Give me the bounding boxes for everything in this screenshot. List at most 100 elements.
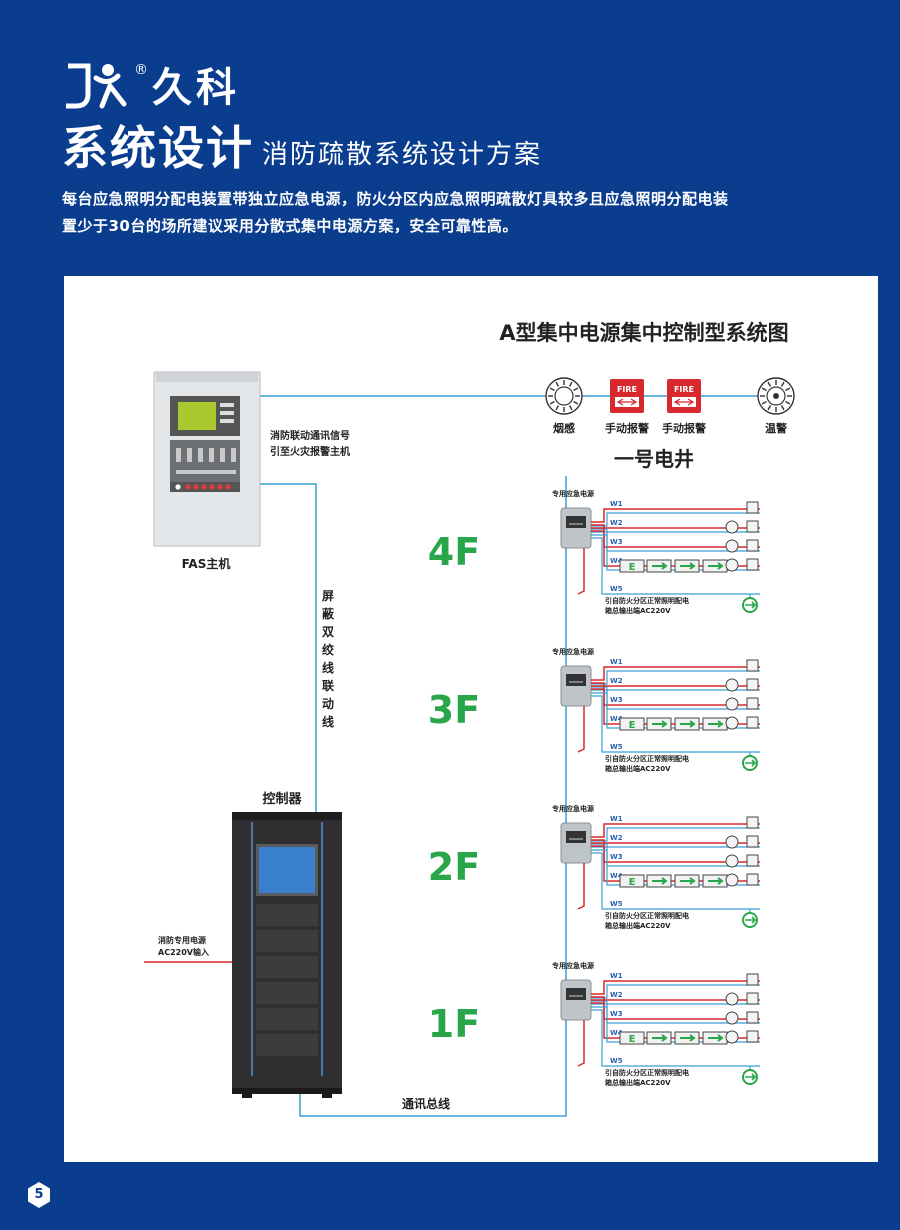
exit-sign-icon xyxy=(674,559,700,573)
box-label: 专用应急电源 xyxy=(552,647,594,656)
normal-supply-line xyxy=(577,1020,585,1067)
circuit-wire-red xyxy=(591,996,760,1001)
emergency-lamp-icon xyxy=(746,520,759,533)
page-subtitle: 消防疏散系统设计方案 xyxy=(262,140,543,170)
exit-sign-icon xyxy=(702,559,728,573)
normal-supply-line xyxy=(577,548,585,595)
circuit-wire-red xyxy=(591,823,760,838)
floor-label: 4F xyxy=(428,530,480,574)
circuit-wire-blue xyxy=(591,686,760,691)
box-label: 专用应急电源 xyxy=(552,804,594,813)
emergency-lamp-icon xyxy=(746,659,759,672)
exit-sign-icon: E xyxy=(619,717,645,731)
source-note-line-2: 箱总输出端AC220V xyxy=(605,606,671,615)
fas-host-cabinet xyxy=(153,371,261,547)
device-2: FIRE 手动报警 xyxy=(662,379,706,435)
emergency-lamp-icon xyxy=(746,678,759,691)
circuit-wire-blue xyxy=(591,843,760,848)
floor-label: 1F xyxy=(428,1002,480,1046)
exit-sign-letter: E xyxy=(629,720,636,731)
controller-cabinet xyxy=(232,812,342,1098)
downlight-icon xyxy=(725,558,739,572)
exit-sign-letter: E xyxy=(629,1034,636,1045)
svg-text:联: 联 xyxy=(322,679,334,693)
circuit-wire-blue xyxy=(591,537,760,595)
source-note-line-1: 引自防火分区正常照明配电 xyxy=(605,911,689,920)
linkage-cable-line xyxy=(260,483,317,814)
emergency-lamp-icon xyxy=(746,539,759,552)
circuit-label: W1 xyxy=(610,500,623,508)
intro-text: 每台应急照明分配电装置带独立应急电源，防火分区内应急照明疏散灯具较多且应急照明分… xyxy=(62,186,782,240)
circuit-label: W4 xyxy=(610,1029,623,1037)
fire-text: FIRE xyxy=(674,385,694,394)
svg-text:线: 线 xyxy=(322,714,334,729)
comm-bus-line xyxy=(299,476,567,1117)
circuit-wire-red xyxy=(591,508,760,523)
downlight-icon xyxy=(725,873,739,887)
signal-note-line-2: 引至火灾报警主机 xyxy=(270,445,350,458)
emergency-lamp-icon xyxy=(746,716,759,729)
exit-sign-icon xyxy=(674,1031,700,1045)
brand-name: 久科 xyxy=(152,65,240,111)
source-note-line-2: 箱总输出端AC220V xyxy=(605,1078,671,1087)
circuit-wire-red xyxy=(591,524,760,529)
source-note-line-1: 引自防火分区正常照明配电 xyxy=(605,1068,689,1077)
circuit-label: W2 xyxy=(610,519,623,527)
svg-text:屏: 屏 xyxy=(321,589,334,603)
downlight-icon xyxy=(725,854,739,868)
circuit-wire-red xyxy=(591,666,760,681)
exit-sign-letter: E xyxy=(629,562,636,573)
diagram-title: A型集中电源集中控制型系统图 xyxy=(499,321,788,345)
circuit-wire-red xyxy=(591,682,760,687)
circuit-label: W1 xyxy=(610,972,623,980)
exit-sign-icon xyxy=(646,1031,672,1045)
exit-sign-icon: E xyxy=(619,559,645,573)
svg-text:®: ® xyxy=(134,62,148,78)
downlight-icon xyxy=(725,1030,739,1044)
svg-text:动: 动 xyxy=(322,697,334,711)
device-label: 手动报警 xyxy=(662,421,706,435)
emergency-lamp-icon xyxy=(746,501,759,514)
source-note-line-1: 引自防火分区正常照明配电 xyxy=(605,596,689,605)
exit-sign-icon xyxy=(702,1031,728,1045)
device-0: 烟感 xyxy=(545,377,583,435)
floor-3f: 3F专用应急电源W1W2W3W4W5E引自防火分区正常照明配电箱总输出端AC22… xyxy=(428,647,760,773)
circuit-label: W1 xyxy=(610,658,623,666)
page-number: 5 xyxy=(28,1182,50,1208)
circuit-wire-blue xyxy=(591,852,760,910)
floor-1f: 1F专用应急电源W1W2W3W4W5E引自防火分区正常照明配电箱总输出端AC22… xyxy=(428,961,760,1087)
svg-text:绞: 绞 xyxy=(322,642,334,657)
floor-2f: 2F专用应急电源W1W2W3W4W5E引自防火分区正常照明配电箱总输出端AC22… xyxy=(428,804,760,930)
circuit-label: W1 xyxy=(610,815,623,823)
bus-label: 通讯总线 xyxy=(402,1096,450,1111)
downlight-icon xyxy=(725,539,739,553)
circuit-label: W3 xyxy=(610,696,623,704)
shaft-label: 一号电井 xyxy=(614,447,694,471)
circuit-label: W3 xyxy=(610,1010,623,1018)
source-note-line-2: 箱总输出端AC220V xyxy=(605,921,671,930)
emergency-lamp-icon xyxy=(746,697,759,710)
circuit-label: W2 xyxy=(610,677,623,685)
circuit-wire-blue xyxy=(591,695,760,753)
diagram-panel: FAS主机 消防联动通讯信号 引至火灾报警主机 屏 蔽 双 绞 线 联 动 线 … xyxy=(64,276,878,1162)
emergency-lamp-icon xyxy=(746,835,759,848)
page-header: 系统设计 消防疏散系统设计方案 xyxy=(62,120,542,176)
exit-sign-icon: E xyxy=(619,1031,645,1045)
circuit-label: W5 xyxy=(610,585,623,593)
downlight-icon xyxy=(725,992,739,1006)
circuit-wire-blue xyxy=(591,512,760,527)
floor-4f: 4F专用应急电源W1W2W3W4W5E引自防火分区正常照明配电箱总输出端AC22… xyxy=(428,489,760,615)
downlight-icon xyxy=(725,678,739,692)
circuit-wire-blue xyxy=(591,528,760,533)
circuit-label: W4 xyxy=(610,557,623,565)
controller-label: 控制器 xyxy=(262,791,302,807)
circuit-wire-blue xyxy=(591,984,760,999)
device-label: 温警 xyxy=(765,421,787,435)
exit-sign-icon xyxy=(674,717,700,731)
circuit-wire-blue xyxy=(591,1009,760,1067)
circuit-label: W2 xyxy=(610,991,623,999)
circuit-label: W2 xyxy=(610,834,623,842)
floor-label: 2F xyxy=(428,845,480,889)
svg-text:线: 线 xyxy=(322,660,334,675)
